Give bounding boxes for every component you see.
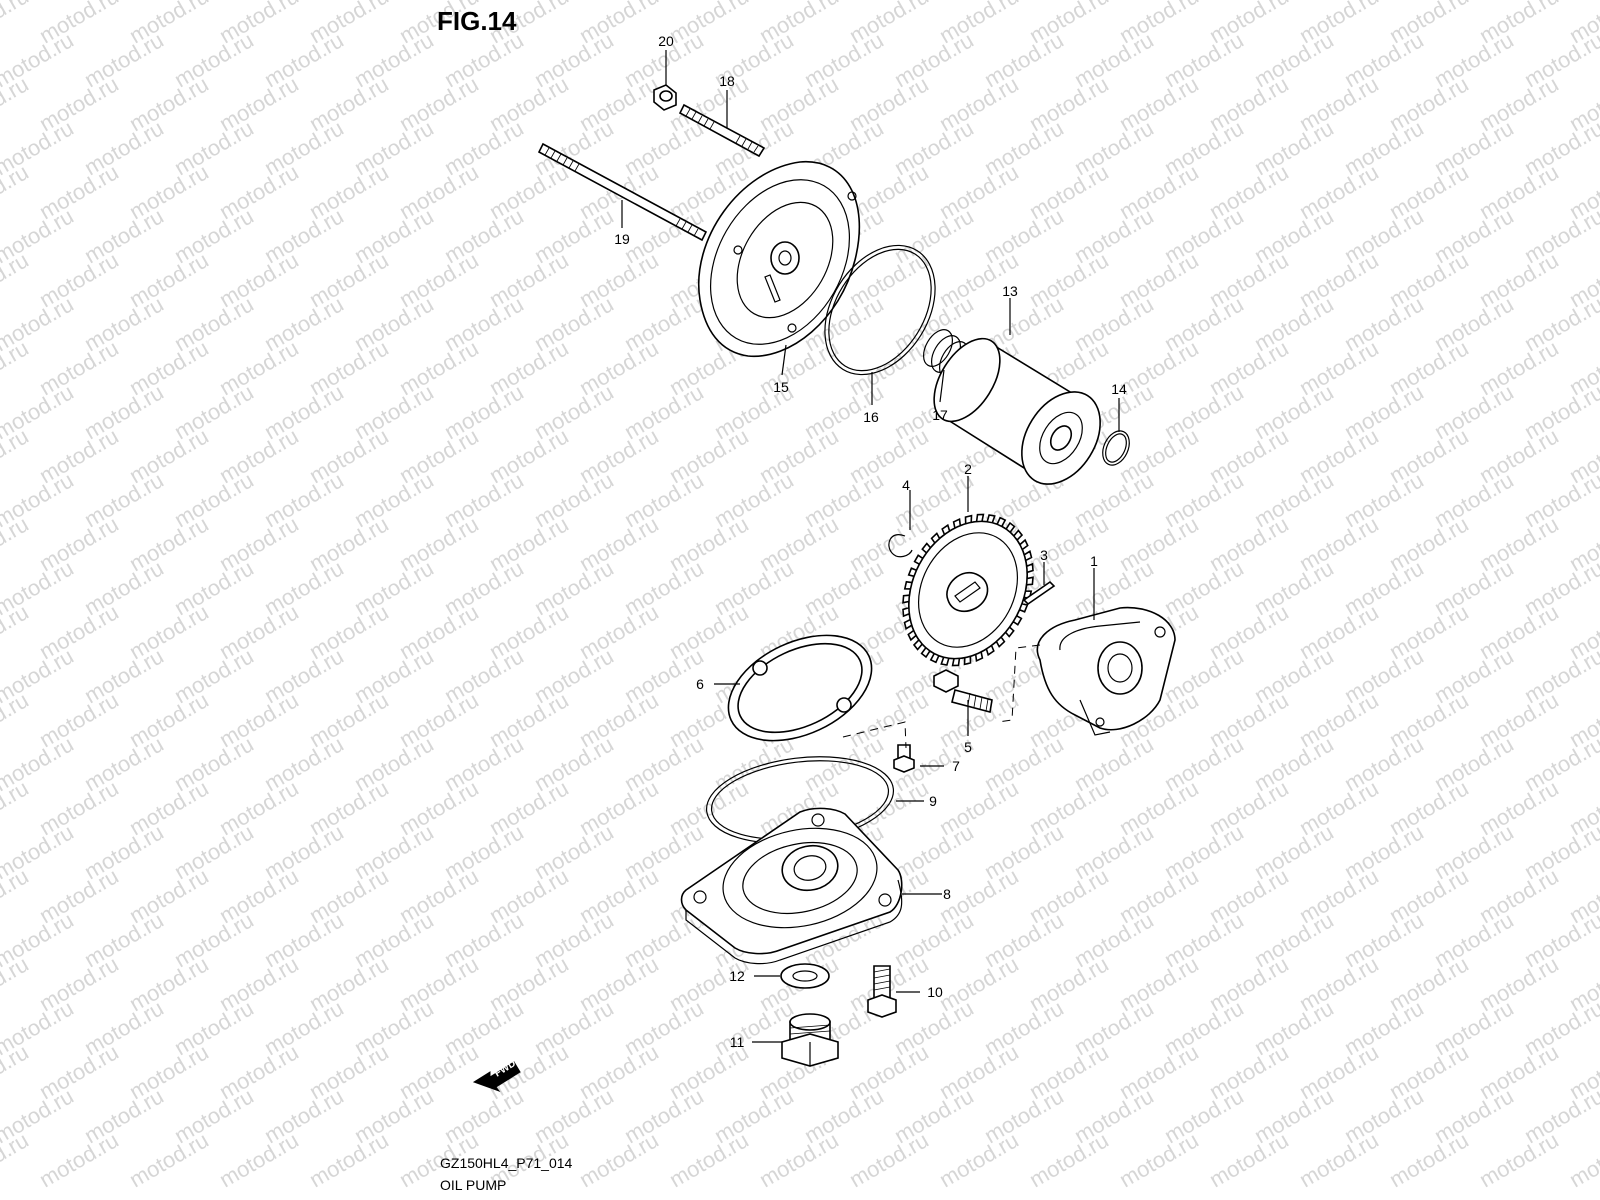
- callout-3: 3: [1040, 547, 1048, 563]
- callout-9: 9: [929, 793, 937, 809]
- callout-18: 18: [719, 73, 735, 89]
- watermark-text: motod.ru: [0, 335, 33, 400]
- callout-16: 16: [863, 409, 879, 425]
- callout-5: 5: [964, 739, 972, 755]
- part-19-long-stud: [537, 142, 708, 242]
- part-11-drain-plug: [781, 1013, 839, 1067]
- callout-6: 6: [696, 676, 704, 692]
- watermark-text: motod.ru: [0, 247, 33, 312]
- watermark-text: motod.ru: [305, 1127, 393, 1192]
- watermark-text: motod.ru: [0, 687, 33, 752]
- watermark-text: motod.ru: [0, 1039, 33, 1104]
- part-15-filter-cap: [697, 161, 861, 357]
- watermark-text: motod.ru: [1565, 1127, 1600, 1192]
- callout-19: 19: [614, 231, 630, 247]
- part-7-strainer-bolt: [893, 744, 915, 773]
- part-14-small-o-ring: [1102, 430, 1130, 466]
- watermark-text: motod.ru: [0, 159, 33, 224]
- watermark-text: motod.ru: [125, 1127, 213, 1192]
- watermark-text: motod.ru: [0, 775, 33, 840]
- watermark-text: motod.ru: [755, 1127, 843, 1192]
- figure-title: FIG.14: [437, 6, 517, 36]
- callout-4: 4: [902, 477, 910, 493]
- drawing-name: OIL PUMP: [440, 1177, 506, 1193]
- watermark-text: motod.ru: [0, 423, 33, 488]
- part-4-circlip: [888, 534, 913, 558]
- part-18-stud: [678, 103, 766, 158]
- watermark-text: motod.ru: [0, 599, 33, 664]
- part-6-oil-strainer: [727, 634, 873, 742]
- part-12-washer: [780, 963, 830, 989]
- part-20-nut: [653, 84, 677, 111]
- watermark-text: motod.ru: [0, 863, 33, 928]
- callout-13: 13: [1002, 283, 1018, 299]
- callout-10: 10: [927, 984, 943, 1000]
- part-3-pin: [1022, 580, 1056, 606]
- watermark-text: motod.ru: [665, 1127, 753, 1192]
- callout-labels: 20 18 19 15 16 17 13 14 4 2 3 1 6 5 7 9 …: [614, 33, 1127, 1050]
- watermark-text: motod.ru: [1025, 1127, 1113, 1192]
- part-1-oil-pump-assembly: [1036, 606, 1176, 736]
- assembly-guide-lines: [842, 644, 1041, 749]
- part-10-bolt: [867, 965, 897, 1018]
- part-13-oil-filter: [933, 337, 1101, 485]
- drawing-code: GZ150HL4_P71_014: [440, 1155, 573, 1171]
- watermark-text: motod.ru: [0, 1127, 33, 1192]
- watermark-text: motod.ru: [1205, 1127, 1293, 1192]
- callout-8: 8: [943, 886, 951, 902]
- callout-17: 17: [932, 407, 948, 423]
- watermark-text: motod.ru: [1475, 1127, 1563, 1192]
- watermark-text: motod.ru: [35, 1127, 123, 1192]
- watermark-text: motod.ru: [0, 951, 33, 1016]
- callout-15: 15: [773, 379, 789, 395]
- part-5-bolt: [933, 669, 993, 713]
- watermark-text: motod.ru: [1385, 1127, 1473, 1192]
- watermark-text: motod.ru: [1115, 1127, 1203, 1192]
- callout-2: 2: [964, 461, 972, 477]
- part-16-o-ring: [824, 244, 936, 376]
- callout-11: 11: [730, 1034, 745, 1050]
- watermark-text: motod.ru: [0, 0, 33, 48]
- part-8-oil-pan-cover: [680, 807, 903, 965]
- callout-12: 12: [729, 968, 745, 984]
- callout-20: 20: [658, 33, 674, 49]
- watermark-text: motod.ru: [0, 511, 33, 576]
- part-2-pump-gear: [902, 513, 1034, 667]
- callout-7: 7: [952, 758, 960, 774]
- watermark-text: motod.ru: [0, 71, 33, 136]
- callout-14: 14: [1111, 381, 1127, 397]
- watermark-text: motod.ru: [215, 1127, 303, 1192]
- watermark-text: motod.ru: [935, 1127, 1023, 1192]
- watermark-text: motod.ru: [845, 1127, 933, 1192]
- callout-1: 1: [1090, 553, 1098, 569]
- watermark-text: motod.ru: [1295, 1127, 1383, 1192]
- leader-lines: [621, 50, 1120, 1043]
- watermark-text: motod.ru: [575, 1127, 663, 1192]
